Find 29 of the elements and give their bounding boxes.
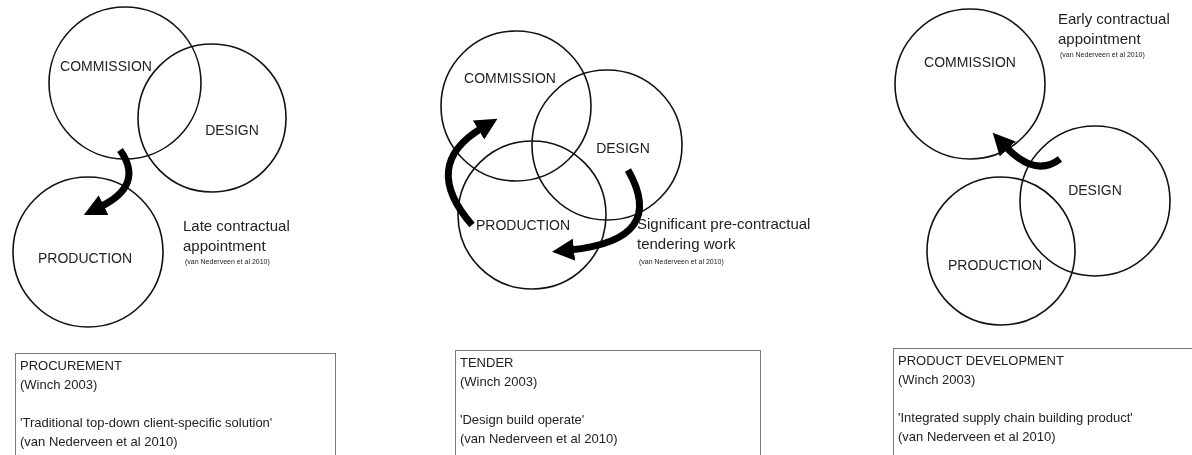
stage-label: COMMISSION (60, 58, 152, 74)
source-citation: (Winch 2003) (20, 376, 99, 394)
source-citation: (van Nederveen et al 2010) (20, 433, 179, 451)
description-box (893, 348, 1192, 455)
description-box (15, 353, 336, 455)
source-citation: (van Nederveen et al 2010) (898, 428, 1057, 446)
source-citation: (Winch 2003) (898, 371, 977, 389)
annotation-text: Significant pre-contractual tendering work (637, 214, 812, 254)
model-name: TENDER (460, 354, 515, 372)
model-description: 'Integrated supply chain building product' (898, 409, 1134, 427)
source-citation: (van Nederveen et al 2010) (460, 430, 619, 448)
stage-label: COMMISSION (924, 54, 1016, 70)
model-description: 'Design build operate' (460, 411, 586, 429)
stage-label: DESIGN (1068, 182, 1122, 198)
annotation-text: Late contractual appointment (183, 216, 291, 256)
stage-label: PRODUCTION (37, 250, 133, 266)
stage-label: PRODUCTION (475, 217, 571, 233)
source-citation: (Winch 2003) (460, 373, 539, 391)
stage-label: DESIGN (205, 122, 259, 138)
stage-label: COMMISSION (464, 70, 556, 86)
stage-label: DESIGN (596, 140, 650, 156)
curved-arrow (444, 118, 497, 228)
model-name: PRODUCT DEVELOPMENT (898, 352, 1065, 370)
model-description: 'Traditional top-down client-specific solution' (20, 414, 274, 432)
annotation-text: Early contractual appointment (1058, 9, 1171, 49)
model-name: PROCUREMENT (20, 357, 123, 375)
stage-label: PRODUCTION (947, 257, 1043, 273)
description-box (455, 350, 761, 455)
curved-arrow (992, 133, 1062, 170)
